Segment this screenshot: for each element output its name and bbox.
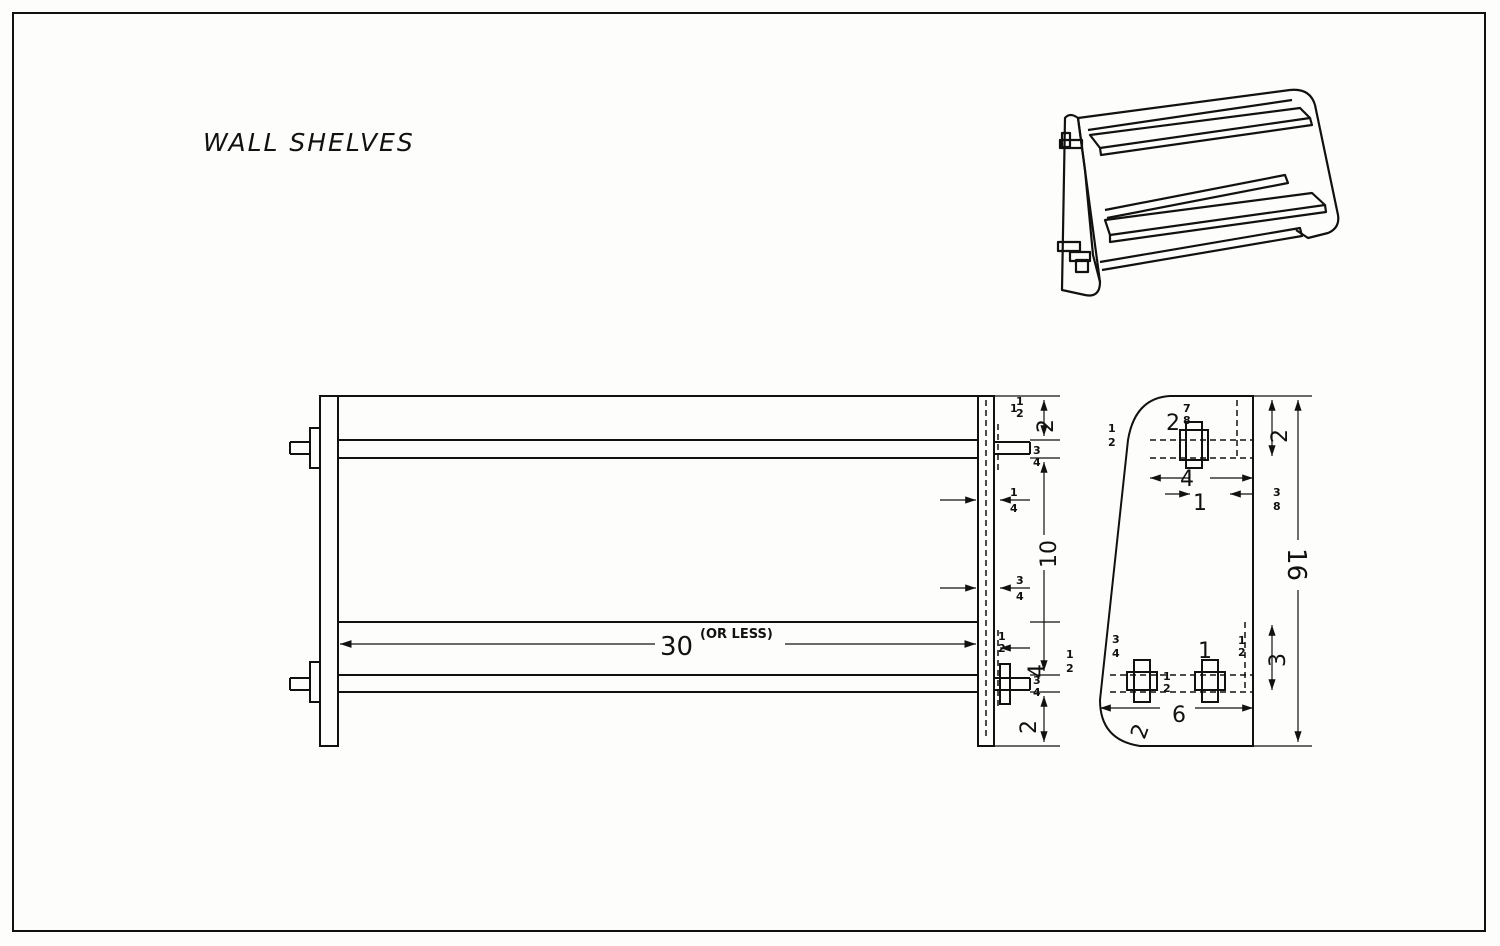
- side-dim-1-2-top-den: 2: [1108, 436, 1116, 449]
- drawing-border: [12, 12, 1486, 932]
- length-note: (OR LESS): [700, 627, 773, 642]
- side-dim-7-8-num: 7: [1183, 402, 1191, 415]
- side-dim-3-4-den: 4: [1112, 647, 1120, 660]
- side-dim-3-8-den: 8: [1273, 500, 1281, 513]
- front-left-peg-bottom: [309, 661, 321, 703]
- side-dim-1-2-top-num: 1: [1108, 422, 1116, 435]
- side-peg-bottom-right: [1194, 671, 1226, 691]
- dim-1-2-a-num: 1: [998, 630, 1006, 643]
- dim-4: 4: [1025, 664, 1050, 678]
- dim-2: 2: [1034, 419, 1059, 433]
- front-left-end: [319, 395, 339, 747]
- side-dim-3-1-4: 3: [1266, 653, 1291, 667]
- iso-right-end: [1289, 88, 1340, 240]
- side-dim-3-8-num: 3: [1273, 486, 1281, 499]
- dim-2-1-2: 2: [1017, 720, 1042, 734]
- front-left-peg-top: [309, 427, 321, 469]
- dim-1-4-den: 4: [1010, 502, 1018, 515]
- side-dim-2-3-4: 2: [1268, 429, 1293, 443]
- dim-3-4-b-num: 3: [1016, 574, 1024, 587]
- dim-1-4-num: 1: [1010, 486, 1018, 499]
- side-dim-4-1-2: 4: [1180, 467, 1194, 492]
- side-dim-1-3-4: 1: [1193, 491, 1207, 516]
- side-dimension-lines: [1100, 395, 1312, 747]
- iso-left-end: [1060, 113, 1102, 297]
- side-dim-2: 2: [1166, 411, 1180, 436]
- dim-3-4-a-num: 3: [1033, 444, 1041, 457]
- side-dim-7-8-den: 8: [1183, 414, 1191, 427]
- side-peg-top: [1179, 429, 1209, 461]
- side-dim-1-2-r-num: 1: [1238, 634, 1246, 647]
- dim-1-1-2-den: 2: [1016, 407, 1024, 420]
- front-dimension-lines: [940, 395, 1060, 747]
- dim-10: 10: [1037, 540, 1062, 568]
- side-dim-1-1-2: 1: [1198, 639, 1212, 664]
- side-dim-3-4-num: 3: [1112, 633, 1120, 646]
- side-peg-bottom-left: [1126, 671, 1158, 691]
- front-view: [289, 395, 1031, 747]
- drawing-title: WALL SHELVES: [203, 128, 415, 157]
- isometric-sketch: [1056, 88, 1340, 297]
- dim-1-2-a-den: 2: [998, 642, 1006, 655]
- side-dim-1-2-bot-den: 2: [1066, 662, 1074, 675]
- side-view: [1098, 395, 1254, 747]
- dim-1-1-2-num: 1: [1016, 395, 1024, 408]
- iso-bottom-peg: [1056, 240, 1082, 253]
- side-dim-1-2-r-den: 2: [1238, 646, 1246, 659]
- side-dim-2-1-2: 2: [1126, 721, 1154, 743]
- length-value: 30: [660, 632, 693, 662]
- side-dim-16: 16: [1281, 548, 1311, 581]
- side-dim-1-2-c-num: 1: [1163, 670, 1171, 683]
- dim-3-4-b-den: 4: [1016, 590, 1024, 603]
- side-dim-1-2-bot-num: 1: [1066, 648, 1074, 661]
- dim-3-4-c-num: 3: [1033, 674, 1041, 687]
- front-right-end: [977, 395, 995, 747]
- dim-3-4-c-den: 4: [1033, 686, 1041, 699]
- side-end-board: [1098, 395, 1254, 747]
- dim-1-1-2-whole: 1: [1010, 402, 1018, 415]
- dim-3-4-a-den: 4: [1033, 456, 1041, 469]
- side-dim-6: 6: [1172, 703, 1186, 728]
- side-dim-1-2-c-den: 2: [1163, 682, 1171, 695]
